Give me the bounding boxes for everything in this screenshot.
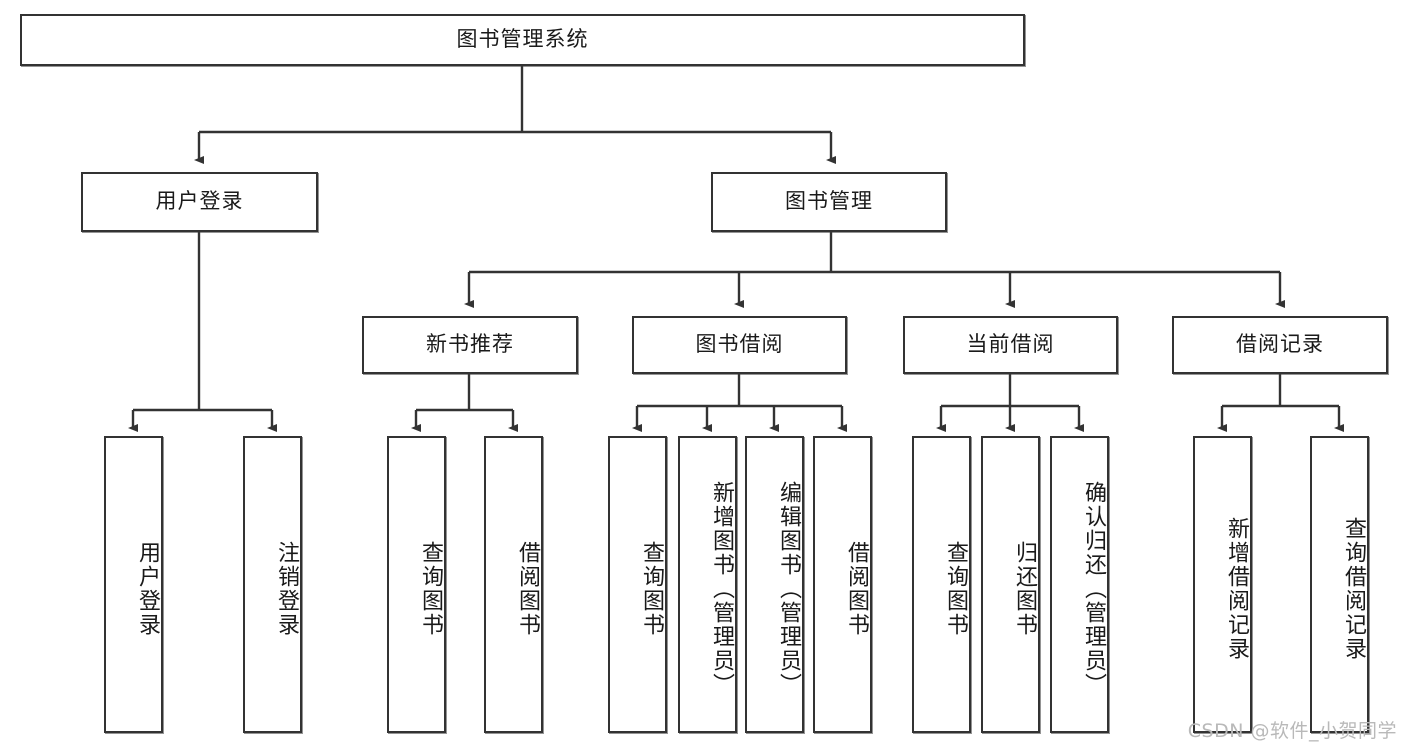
node-new-book-recommend[interactable]: 新书推荐 xyxy=(362,316,578,374)
node-label: 用户登录 xyxy=(135,540,160,637)
node-borrow-record[interactable]: 借阅记录 xyxy=(1172,316,1388,374)
node-label: 归还图书 xyxy=(1012,540,1037,637)
node-label: 新书推荐 xyxy=(426,332,514,357)
node-book-borrow[interactable]: 图书借阅 xyxy=(632,316,847,374)
node-label: 图书借阅 xyxy=(695,332,784,357)
node-root-book-management-system[interactable]: 图书管理系统 xyxy=(20,14,1025,66)
node-label: 新增图书（管理员） xyxy=(709,480,734,697)
node-label: 查询借阅记录 xyxy=(1341,516,1366,661)
leaf-current-borrow-confirm-return[interactable]: 确认归还（管理员） xyxy=(1050,436,1109,733)
node-label: 图书管理 xyxy=(785,189,873,214)
node-label: 编辑图书（管理员） xyxy=(776,480,801,697)
node-label: 查询图书 xyxy=(418,540,443,637)
leaf-book-borrow-borrow[interactable]: 借阅图书 xyxy=(813,436,872,733)
leaf-user-login-login[interactable]: 用户登录 xyxy=(104,436,163,733)
node-label: 查询图书 xyxy=(943,540,968,637)
leaf-book-borrow-add[interactable]: 新增图书（管理员） xyxy=(678,436,737,733)
node-label: 查询图书 xyxy=(639,540,664,637)
node-user-login[interactable]: 用户登录 xyxy=(81,172,318,232)
node-label: 借阅图书 xyxy=(515,540,540,637)
leaf-new-book-query[interactable]: 查询图书 xyxy=(387,436,446,733)
leaf-current-borrow-return[interactable]: 归还图书 xyxy=(981,436,1040,733)
node-label: 借阅记录 xyxy=(1236,332,1324,357)
node-label: 借阅图书 xyxy=(844,540,869,637)
node-label: 图书管理系统 xyxy=(456,27,589,52)
leaf-borrow-record-query[interactable]: 查询借阅记录 xyxy=(1310,436,1369,733)
node-label: 新增借阅记录 xyxy=(1224,516,1249,661)
node-label: 用户登录 xyxy=(155,189,244,214)
leaf-book-borrow-query[interactable]: 查询图书 xyxy=(608,436,667,733)
leaf-user-login-logout[interactable]: 注销登录 xyxy=(243,436,302,733)
node-label: 当前借阅 xyxy=(966,332,1055,357)
node-label: 确认归还（管理员） xyxy=(1081,480,1106,697)
node-current-borrow[interactable]: 当前借阅 xyxy=(903,316,1118,374)
leaf-current-borrow-query[interactable]: 查询图书 xyxy=(912,436,971,733)
leaf-new-book-borrow[interactable]: 借阅图书 xyxy=(484,436,543,733)
node-label: 注销登录 xyxy=(274,540,299,637)
leaf-borrow-record-add[interactable]: 新增借阅记录 xyxy=(1193,436,1252,733)
node-book-management[interactable]: 图书管理 xyxy=(711,172,947,232)
csdn-watermark: CSDN @软件_小贺同学 xyxy=(1187,720,1397,742)
leaf-book-borrow-edit[interactable]: 编辑图书（管理员） xyxy=(745,436,804,733)
